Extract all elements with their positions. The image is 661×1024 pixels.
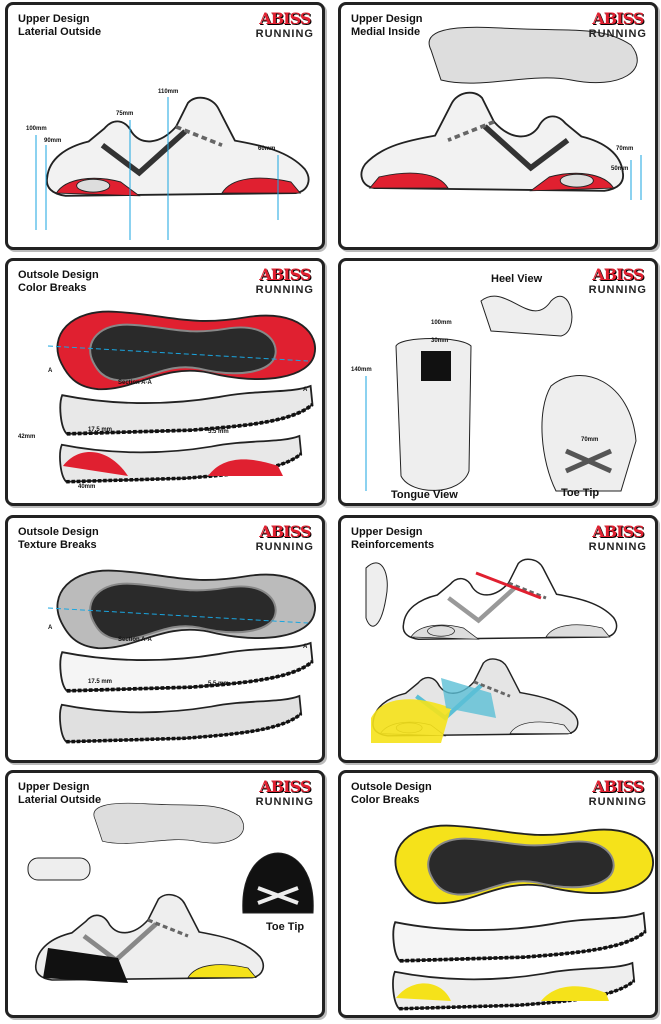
- brand-tagline: RUNNING: [255, 541, 314, 553]
- dimension-label: 42mm: [18, 434, 36, 440]
- dimension-label: 30mm: [431, 338, 449, 344]
- panel-title: Upper Design Medial Inside: [351, 13, 423, 38]
- panel-title: Upper Design Laterial Outside: [18, 781, 102, 806]
- dimension-label: 50mm: [611, 166, 629, 172]
- panel-title: Upper Design Laterial Outside: [18, 13, 102, 38]
- outsole-top-view: [56, 310, 316, 391]
- shoe-drawing: [360, 91, 625, 192]
- brand-name: ABISS: [259, 777, 311, 796]
- section-a-a-profile: [59, 384, 314, 436]
- dimension-label: 17.5 mm: [88, 679, 113, 685]
- brand-name: ABISS: [592, 265, 644, 284]
- panel-title: Outsole Design Texture Breaks: [18, 526, 99, 551]
- panel-title: Upper Design Reinforcements: [351, 526, 435, 551]
- section-marker-left: A: [48, 625, 53, 631]
- section-marker-right: A: [303, 644, 308, 650]
- brand-name: ABISS: [592, 522, 644, 541]
- section-marker-right: A: [303, 387, 308, 393]
- brand-tagline: RUNNING: [588, 541, 647, 553]
- section-label: Section A-A: [118, 380, 152, 386]
- panel-drawing: [392, 824, 654, 1011]
- heel-view-title: Heel View: [491, 273, 543, 285]
- brand-tagline: RUNNING: [255, 796, 314, 808]
- dimension-label: 70mm: [616, 146, 634, 152]
- dimension-label: 5.5 mm: [208, 681, 229, 687]
- brand-name: ABISS: [592, 777, 644, 796]
- panel-drawing: [365, 558, 618, 743]
- brand-name: ABISS: [259, 9, 311, 28]
- toe-tip-title: Toe Tip: [266, 921, 305, 933]
- dimension-label: 75mm: [116, 111, 134, 117]
- section-a-a-profile: [59, 641, 314, 693]
- shoe-drawing: [45, 96, 310, 197]
- outsole-top-view: [394, 824, 654, 905]
- panel-drawing: [47, 569, 316, 744]
- panel-title: Outsole Design Color Breaks: [351, 781, 432, 806]
- insole-drawing: [365, 562, 388, 627]
- toe-tip-drawing: [242, 852, 314, 914]
- brand-tagline: RUNNING: [255, 284, 314, 296]
- dimension-label: 60mm: [258, 146, 276, 152]
- insole-drawing: [93, 802, 245, 844]
- dimension-label: 40mm: [78, 484, 96, 490]
- brand-name: ABISS: [259, 522, 311, 541]
- dimension-label: 17.5 mm: [88, 427, 113, 433]
- outsole-top-view: [56, 569, 316, 650]
- dimension-label: 100mm: [26, 126, 47, 132]
- brand-name: ABISS: [592, 9, 644, 28]
- insole-drawing: [428, 26, 638, 84]
- dimension-label: 110mm: [158, 89, 179, 95]
- dimension-label: 140mm: [351, 367, 372, 373]
- heel-view-drawing: [480, 295, 573, 337]
- panel-drawing: [47, 310, 316, 484]
- brand-tagline: RUNNING: [255, 28, 314, 40]
- panel-drawing: [27, 802, 314, 983]
- section-a-a-profile: [392, 911, 647, 963]
- tongue-view-title: Tongue View: [391, 489, 458, 501]
- badge-drawing: [27, 857, 91, 881]
- panel-drawing: [35, 96, 310, 240]
- brand-tagline: RUNNING: [588, 284, 647, 296]
- dimension-label: 90mm: [44, 138, 62, 144]
- section-line: [47, 345, 309, 362]
- toe-tip-title: Toe Tip: [561, 487, 600, 499]
- tongue-view-drawing: [395, 338, 472, 491]
- section-marker-left: A: [48, 368, 53, 374]
- panel-drawing: [360, 26, 642, 200]
- panel-title: Outsole Design Color Breaks: [18, 269, 99, 294]
- shoe-drawing: [402, 558, 618, 641]
- brand-tagline: RUNNING: [588, 28, 647, 40]
- panel-drawing: [365, 295, 637, 492]
- section-label: Section A-A: [118, 637, 152, 643]
- dimension-label: 100mm: [431, 320, 452, 326]
- toe-tip-drawing: [541, 375, 637, 492]
- dimension-label: 5.5 mm: [208, 429, 229, 435]
- section-a-a-profile: [59, 694, 303, 744]
- brand-tagline: RUNNING: [588, 796, 647, 808]
- section-line: [47, 607, 309, 624]
- dimension-label: 70mm: [581, 437, 599, 443]
- brand-name: ABISS: [259, 265, 311, 284]
